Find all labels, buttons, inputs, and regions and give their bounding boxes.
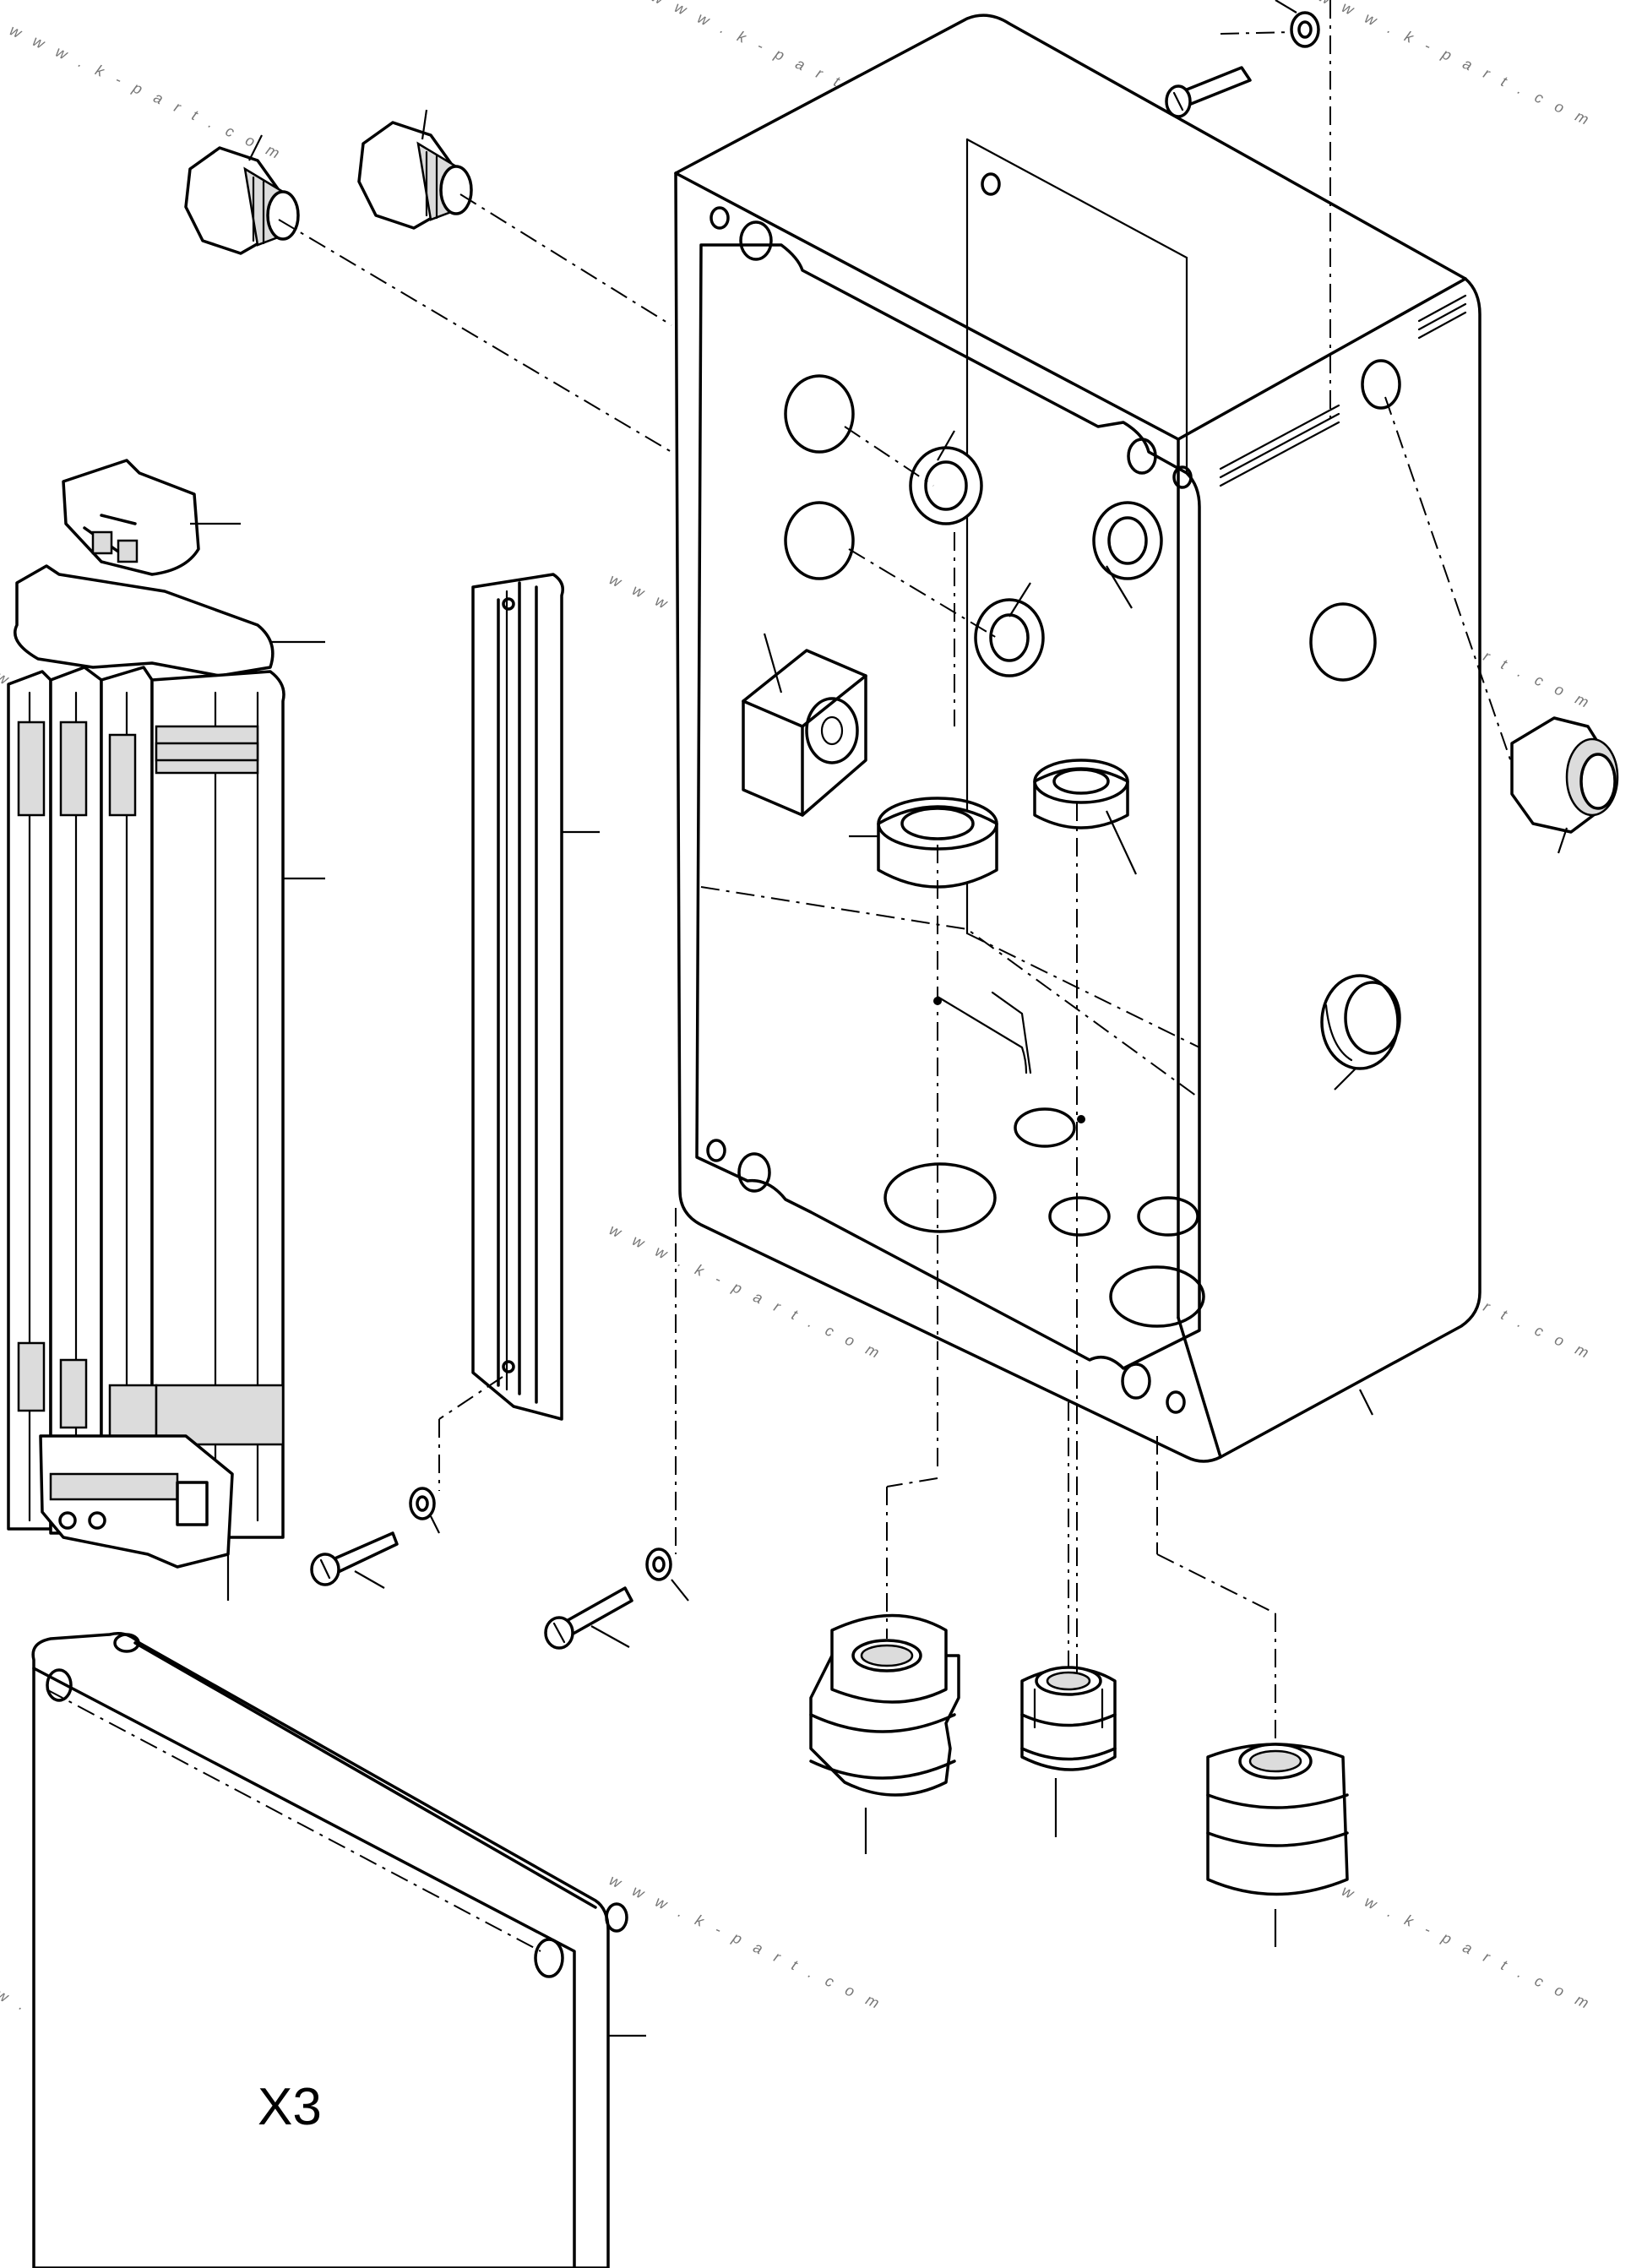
- lock-nut: [1033, 759, 1129, 829]
- sealing-plug: [357, 121, 473, 230]
- callout-label: X3: [258, 2078, 322, 2136]
- watermark: w w w . k - p a r t . c o m: [1316, 0, 1596, 130]
- watermark: w w w . k - p a r t . c o m: [7, 21, 286, 164]
- assembly-lines: [46, 0, 1513, 1952]
- junction-box-housing: [674, 14, 1481, 1463]
- cover-plate: X3: [31, 1632, 628, 2268]
- screw: [1165, 66, 1252, 118]
- cable-gland: [1206, 1743, 1349, 1896]
- screw: [544, 1586, 633, 1650]
- cable-gland: [1020, 1666, 1117, 1771]
- washer: [409, 1487, 436, 1520]
- leader-lines: [190, 0, 1568, 2037]
- washer: [645, 1547, 672, 1581]
- terminal-block-assembly: [7, 459, 285, 1569]
- lock-nut: [909, 446, 983, 525]
- watermark: w w w . k - p a r t . c o m: [606, 1871, 886, 2014]
- cable-gland: [809, 1613, 960, 1797]
- washer: [1290, 11, 1320, 48]
- end-cap: [1320, 974, 1401, 1070]
- lock-nut: [974, 598, 1045, 677]
- sealing-plug: [1510, 716, 1619, 834]
- din-mounting-rail: [471, 573, 564, 1421]
- screw: [310, 1531, 399, 1586]
- connector-socket: [742, 649, 867, 817]
- lock-nut: [1092, 501, 1163, 580]
- sealing-plug: [184, 146, 300, 255]
- watermark: w w w . k - p a r t . c o m: [1316, 1871, 1596, 2014]
